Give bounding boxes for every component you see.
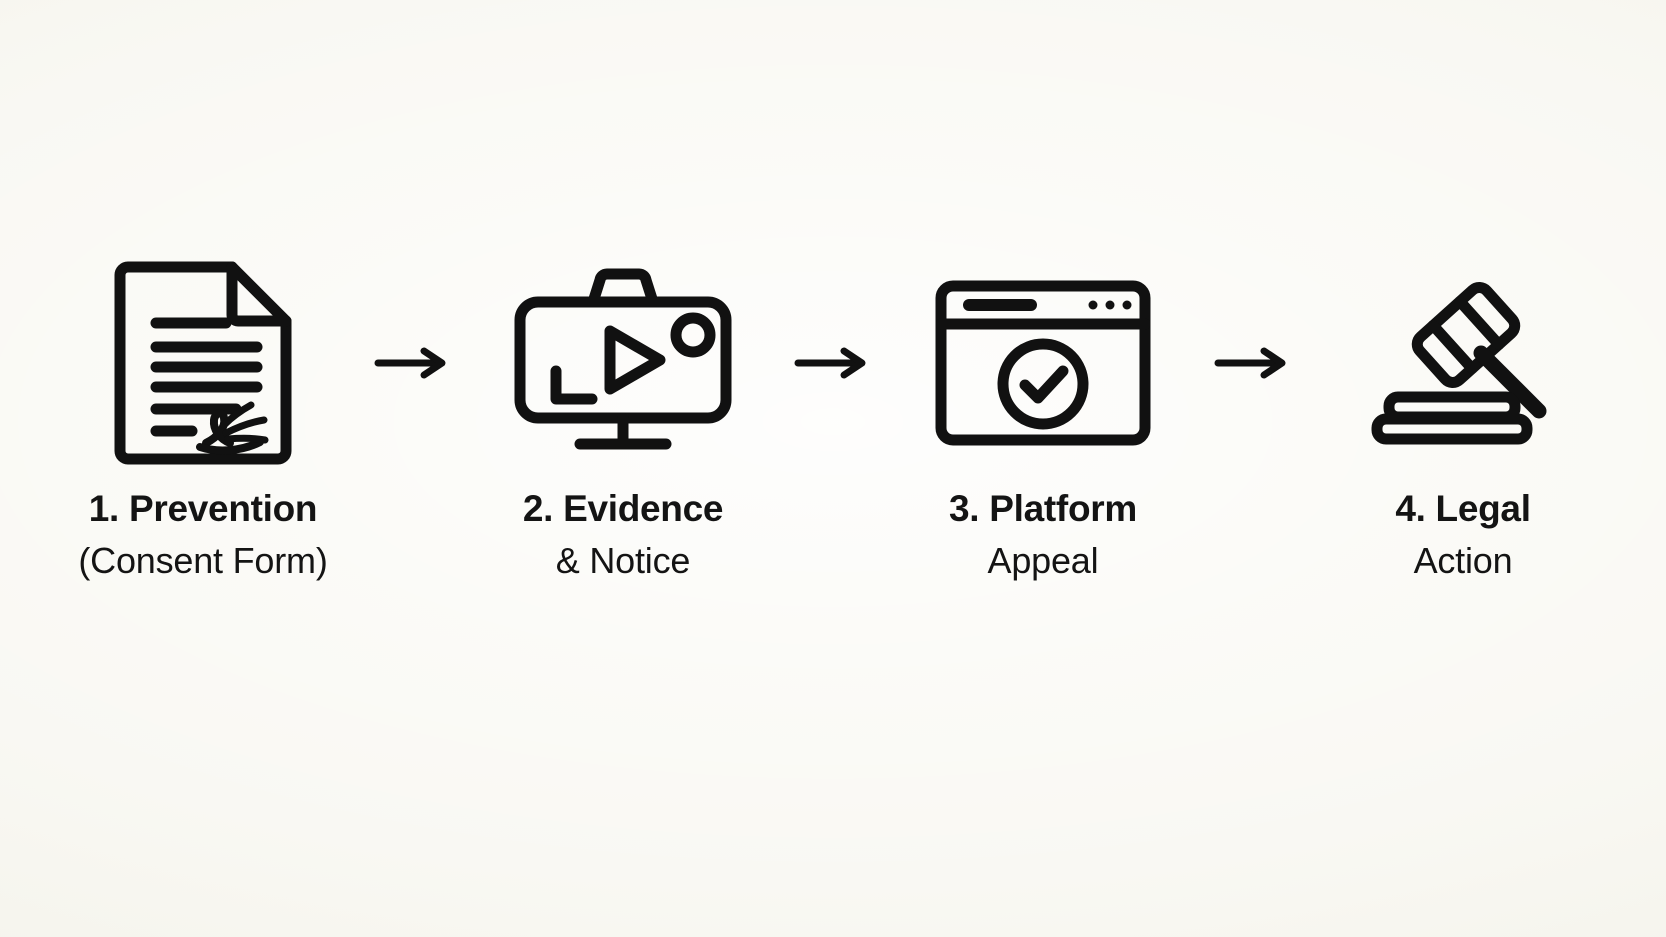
flow-step-evidence: 2. Evidence & Notice bbox=[473, 258, 773, 582]
flow-step-caption: 3. Platform Appeal bbox=[949, 488, 1137, 582]
browser-window-check-icon bbox=[935, 258, 1151, 468]
arrow-right-icon-3 bbox=[1193, 258, 1313, 468]
step-title: 1. Prevention bbox=[88, 488, 318, 529]
gavel-icon bbox=[1363, 258, 1563, 468]
step-subtitle: & Notice bbox=[555, 539, 691, 581]
flow-step-legal-action: 4. Legal Action bbox=[1313, 258, 1613, 582]
step-subtitle: Appeal bbox=[987, 539, 1099, 581]
process-flow-diagram: 1. Prevention (Consent Form) bbox=[0, 258, 1666, 582]
flow-step-prevention: 1. Prevention (Consent Form) bbox=[53, 258, 353, 582]
flow-step-caption: 4. Legal Action bbox=[1395, 488, 1531, 582]
arrow-right-icon-2 bbox=[773, 258, 893, 468]
document-with-signature-icon bbox=[114, 258, 292, 468]
flow-step-caption: 1. Prevention (Consent Form) bbox=[78, 488, 327, 582]
step-subtitle: Action bbox=[1413, 539, 1513, 581]
step-title: 4. Legal bbox=[1395, 488, 1531, 529]
screen-recording-camera-icon bbox=[514, 258, 732, 468]
step-subtitle: (Consent Form) bbox=[78, 539, 328, 581]
arrow-right-icon-1 bbox=[353, 258, 473, 468]
step-title: 3. Platform bbox=[949, 488, 1137, 529]
step-title: 2. Evidence bbox=[522, 488, 724, 529]
flow-step-platform-appeal: 3. Platform Appeal bbox=[893, 258, 1193, 582]
flow-step-caption: 2. Evidence & Notice bbox=[522, 488, 724, 582]
